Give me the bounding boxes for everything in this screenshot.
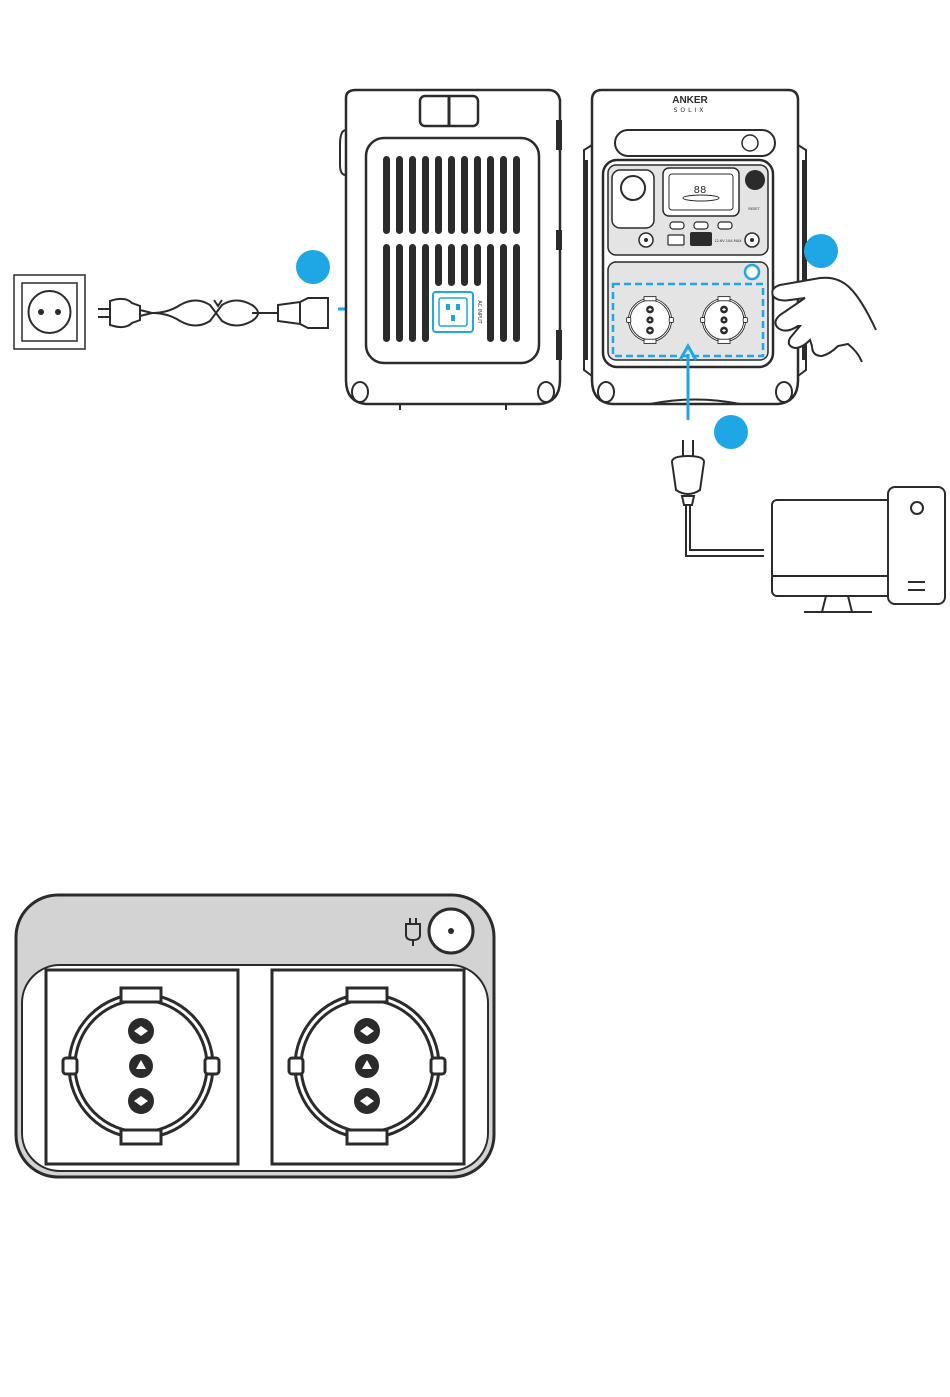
reset-label: RESET: [748, 207, 760, 211]
vent-slot: [383, 156, 390, 234]
brand-logo: ANKER: [672, 95, 708, 106]
vent-slot: [513, 244, 520, 342]
power-station-back: AC INPUT: [340, 90, 562, 410]
vent-slot: [500, 156, 507, 234]
vent-slot: [422, 156, 429, 234]
step-1-badge: [296, 250, 330, 284]
brand-sub: SOLIX: [674, 107, 707, 114]
ac-input-label: AC INPUT: [476, 300, 482, 324]
vent-slot: [396, 244, 403, 342]
vent-slot: [422, 244, 429, 342]
vent-slot: [487, 244, 494, 342]
wall-socket-icon: [14, 275, 85, 349]
usb-label: 12.6V 10A MAX: [714, 239, 742, 243]
display-digits-icon: 88: [694, 185, 707, 196]
schuko-plug-icon: [672, 440, 764, 556]
pc-tower-icon: [888, 487, 945, 604]
ac-output-button[interactable]: [429, 909, 473, 953]
vent-slot: [500, 244, 507, 342]
vent-slot: [513, 156, 520, 234]
monitor-icon: [772, 500, 900, 612]
ac-outlet-2: [272, 970, 464, 1164]
vent-slot: [474, 156, 481, 234]
ac-output-button-icon: [745, 265, 759, 279]
vent-slot: [461, 244, 468, 286]
vent-slot: [448, 244, 455, 286]
power-cord-icon: [98, 298, 328, 328]
vent-slot: [435, 244, 442, 286]
vent-slot: [383, 244, 390, 342]
step-3-badge: [714, 415, 748, 449]
vent-slot: [435, 156, 442, 234]
vent-slot: [448, 156, 455, 234]
vent-slot: [396, 156, 403, 234]
vent-slot: [461, 156, 468, 234]
ac-output-panel-detail: [16, 895, 494, 1177]
vent-slot: [487, 156, 494, 234]
step-2-badge: [804, 234, 838, 268]
ac-outlet-1: [46, 970, 238, 1164]
vent-slot: [474, 244, 481, 286]
vent-slot: [409, 244, 416, 342]
vent-slot: [409, 156, 416, 234]
